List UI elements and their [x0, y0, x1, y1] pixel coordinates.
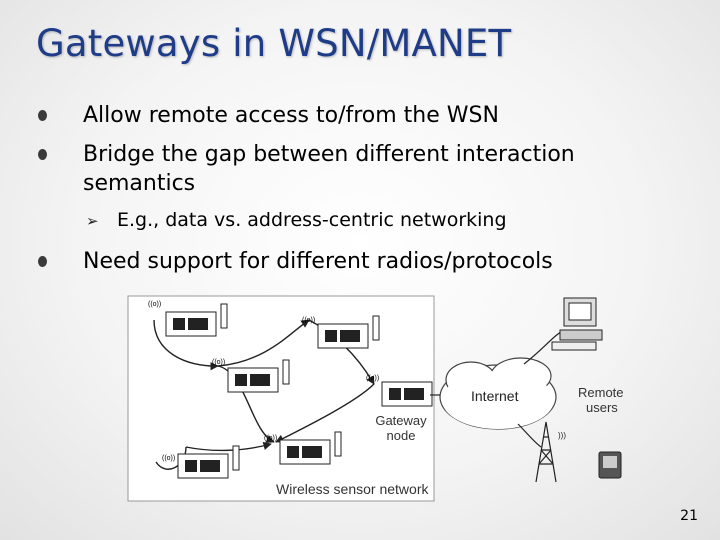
- internet-label: Internet: [471, 388, 519, 404]
- bullet-dot: [38, 110, 47, 121]
- node-links: [153, 319, 375, 470]
- bullet-3: Need support for different radios/protoc…: [83, 249, 553, 274]
- arrow-bullet-icon: ➢: [86, 212, 99, 230]
- bullet-1: Allow remote access to/from the WSN: [83, 103, 499, 128]
- sensor-node: ((o)): [148, 301, 228, 337]
- svg-text:((o)): ((o)): [148, 301, 161, 308]
- svg-text:((o)): ((o)): [302, 317, 315, 324]
- sub-bullet-1: E.g., data vs. address-centric networkin…: [117, 209, 507, 231]
- sensor-node: ((o)): [366, 375, 433, 407]
- svg-text:))): ))): [558, 431, 566, 440]
- sensor-node: ((o)): [212, 359, 290, 393]
- svg-text:((o)): ((o)): [264, 435, 277, 442]
- page-number: 21: [680, 508, 698, 524]
- antenna-tower-icon: ))): [535, 421, 566, 483]
- svg-text:((o)): ((o)): [162, 455, 175, 462]
- slide-title: Gateways in WSN/MANET: [36, 22, 512, 65]
- svg-text:((o)): ((o)): [212, 359, 225, 366]
- gateway-node: ((o)): [264, 431, 342, 465]
- pda-icon: [598, 451, 622, 479]
- computer-icon: [551, 297, 603, 351]
- bullet-dot: [38, 256, 47, 267]
- internet-cloud: Internet: [439, 357, 557, 430]
- wsn-gateway-diagram: ((o)) ((o)) ((o)) ((o)) ((o)) ((o)) Gate…: [127, 295, 624, 502]
- sensor-node: ((o)): [162, 445, 240, 479]
- network-label: Wireless sensor network: [276, 481, 429, 497]
- bullet-2: Bridge the gap between different interac…: [83, 142, 575, 196]
- sensor-node: ((o)): [302, 315, 380, 349]
- svg-text:((o)): ((o)): [366, 375, 379, 382]
- bullet-dot: [38, 149, 47, 160]
